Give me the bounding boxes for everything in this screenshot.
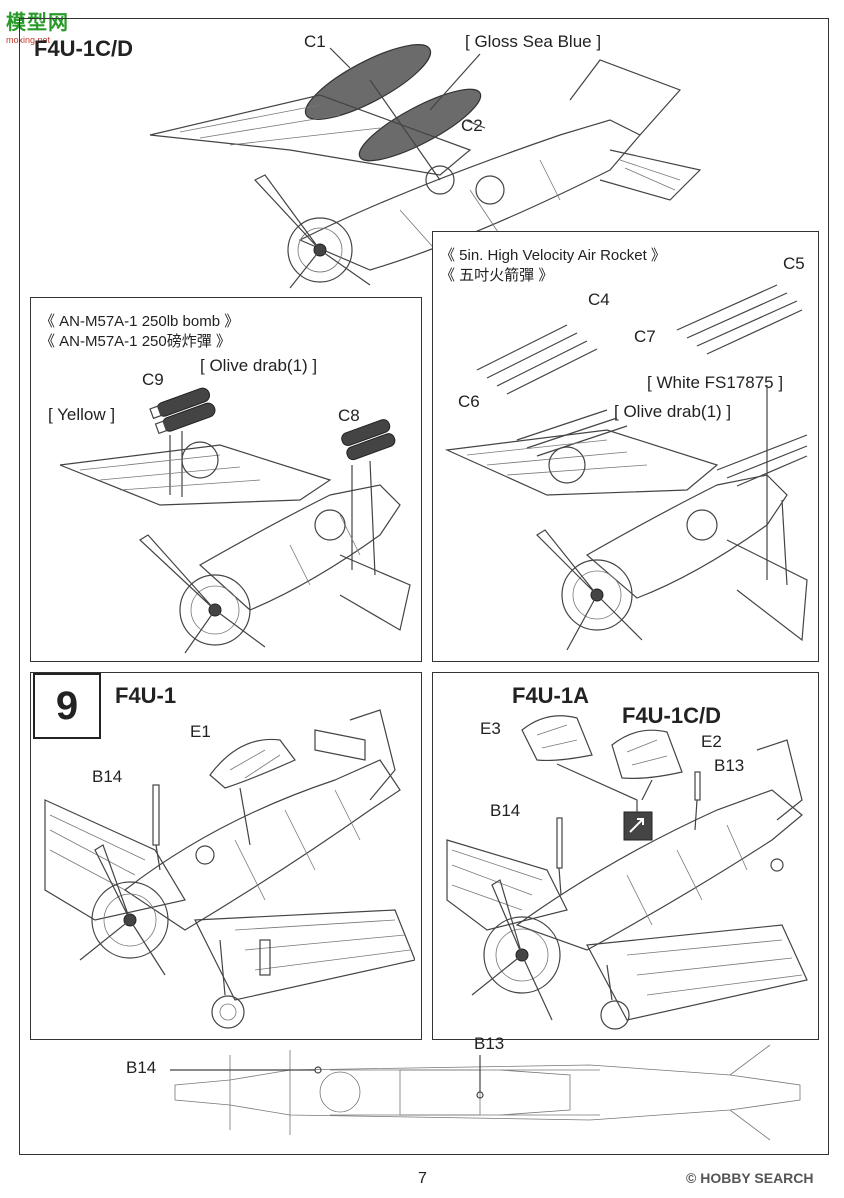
bomb-yellow-label: [ Yellow ] bbox=[48, 405, 116, 424]
part-c7-label: C7 bbox=[634, 327, 656, 346]
top-aircraft-illustration bbox=[149, 44, 702, 289]
part-c5-label: C5 bbox=[783, 254, 805, 273]
rockets-c4-c6 bbox=[476, 324, 598, 395]
bomb-c8 bbox=[341, 419, 396, 461]
rocket-title-en: 《 5in. High Velocity Air Rocket 》 bbox=[440, 247, 666, 264]
bottom-plan-view bbox=[170, 1044, 801, 1141]
top-panel-title: F4U-1C/D bbox=[34, 36, 134, 61]
step9-right-illustration bbox=[446, 715, 808, 1030]
bomb-c9 bbox=[149, 387, 216, 435]
bomb-aircraft-illustration bbox=[59, 387, 411, 654]
watermark-site-url: moxing.net bbox=[6, 35, 51, 45]
gloss-sea-blue-label: [ Gloss Sea Blue ] bbox=[465, 32, 602, 51]
step-number-box: 9 bbox=[33, 673, 101, 739]
part-c4-label: C4 bbox=[588, 290, 610, 309]
source-mark: © HOBBY SEARCH bbox=[686, 1170, 814, 1186]
watermark-site-name: 模型网 bbox=[6, 10, 69, 34]
antenna-b14-right bbox=[556, 817, 563, 869]
bomb-title-en: 《 AN-M57A-1 250lb bomb 》 bbox=[40, 313, 240, 330]
step9-right-title-b: F4U-1C/D bbox=[622, 703, 722, 728]
part-c1-label: C1 bbox=[304, 32, 326, 51]
drop-tank-c2 bbox=[358, 88, 482, 162]
watermark-logo: 模型网 moxing.net bbox=[6, 6, 69, 45]
part-c9-label: C9 bbox=[142, 370, 164, 389]
canopy-e1 bbox=[209, 738, 296, 789]
rocket-white-label: [ White FS17875 ] bbox=[647, 373, 784, 392]
rockets-c5-c7 bbox=[676, 284, 803, 355]
page-frame bbox=[19, 18, 829, 1155]
antenna-b13 bbox=[694, 771, 701, 801]
part-b14-right-label: B14 bbox=[490, 801, 521, 820]
step9-right-title-a: F4U-1A bbox=[512, 683, 590, 708]
rocket-olive-label: [ Olive drab(1) ] bbox=[614, 402, 732, 421]
rockets-right bbox=[716, 434, 808, 487]
part-b14-bottom-label: B14 bbox=[126, 1058, 157, 1077]
step9-left-illustration bbox=[44, 709, 415, 1029]
rockets-mid bbox=[516, 409, 628, 457]
part-e1-label: E1 bbox=[190, 722, 211, 741]
step9-left-title: F4U-1 bbox=[115, 683, 177, 708]
rocket-panel bbox=[432, 231, 819, 662]
canopy-e3 bbox=[521, 715, 593, 762]
canopy-e2 bbox=[611, 729, 683, 779]
rocket-title-cn: 《 五吋火箭彈 》 bbox=[440, 267, 554, 284]
selector-arrow-box bbox=[623, 811, 653, 841]
part-e3-label: E3 bbox=[480, 719, 501, 738]
part-b14-left-label: B14 bbox=[92, 767, 123, 786]
part-b13-bottom-label: B13 bbox=[474, 1034, 505, 1053]
part-c8-label: C8 bbox=[338, 406, 360, 425]
bomb-title-cn: 《 AN-M57A-1 250磅炸彈 》 bbox=[40, 333, 231, 350]
bomb-olive-label: [ Olive drab(1) ] bbox=[200, 356, 318, 375]
page-number: 7 bbox=[418, 1170, 427, 1187]
part-b13-label: B13 bbox=[714, 756, 745, 775]
part-c6-label: C6 bbox=[458, 392, 480, 411]
rocket-aircraft-illustration bbox=[444, 284, 808, 651]
part-e2-label: E2 bbox=[701, 732, 722, 751]
antenna-b14 bbox=[152, 784, 160, 846]
